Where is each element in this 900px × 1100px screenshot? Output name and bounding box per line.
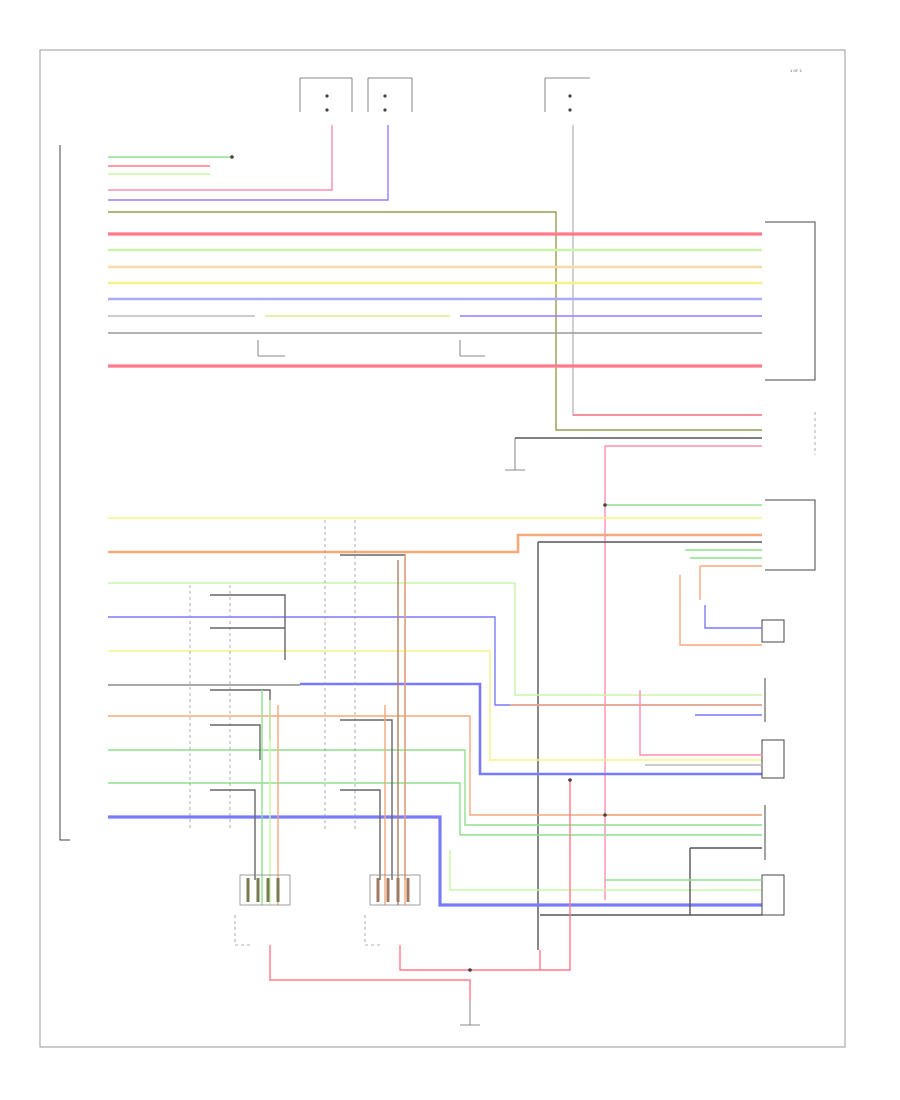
connector-box-e <box>761 874 785 916</box>
switch-contact <box>325 108 329 112</box>
diagram-frame <box>39 49 846 1048</box>
wire-black-drop <box>537 541 762 950</box>
connector-box-c <box>761 739 785 779</box>
connector-outline <box>369 874 421 906</box>
switch-dash-lines <box>189 585 231 830</box>
switch-wiring <box>340 554 406 880</box>
splice-dot <box>468 968 472 972</box>
connector-pins <box>246 878 280 902</box>
wire-red-ground-mid <box>399 945 470 971</box>
wire-blue-to-box-a <box>704 605 762 629</box>
mid-switch-module <box>324 520 406 880</box>
wire-blue-run <box>108 616 762 706</box>
wire-grn-run <box>108 749 762 826</box>
switch-contact <box>568 94 572 98</box>
connector-bracket <box>234 915 250 946</box>
connector-box-a <box>761 619 785 643</box>
wire-grn-run-2 <box>108 782 762 836</box>
wire-red-ground-right <box>470 780 571 971</box>
connector-bracket <box>364 915 380 946</box>
wire-lgreen-lower <box>449 850 762 891</box>
top-switch-group <box>299 77 590 112</box>
switch-wiring-lower <box>340 719 393 880</box>
ground-symbol-bottom <box>460 1000 480 1026</box>
connector-box-mid-right <box>765 499 816 571</box>
top-switch-left <box>299 77 353 112</box>
wire-lgreen-run <box>108 582 762 696</box>
wire-pink-drop <box>604 445 762 900</box>
corner-note: 1 OF 2 <box>790 69 802 73</box>
wire-purple-to-switch <box>108 125 389 201</box>
splice-dot <box>603 813 607 817</box>
wire-blue-run-2 <box>300 682 762 776</box>
wire-red-ground-left <box>269 945 471 1000</box>
ground-symbol <box>505 438 525 471</box>
connector-pins <box>376 878 410 902</box>
left-switch-module <box>189 585 286 880</box>
splice-dot <box>568 778 572 782</box>
switch-wiring <box>210 594 286 660</box>
switch-contact <box>383 94 387 98</box>
connector-outline <box>239 874 291 906</box>
switch-contact <box>568 108 572 112</box>
splice-dot <box>603 503 607 507</box>
top-switch-middle <box>367 77 413 112</box>
bottom-connector-right <box>364 874 421 946</box>
left-harness-line <box>59 145 70 841</box>
wire-gray-drop <box>572 125 762 416</box>
wire-black-d <box>689 847 762 915</box>
switch-contact <box>325 94 329 98</box>
switch-dash-lines <box>324 520 356 830</box>
switch-contact <box>383 108 387 112</box>
wire-pink-to-box-c <box>639 690 762 756</box>
connector-box-top-right <box>765 221 816 381</box>
wire-yellow-run <box>108 650 762 761</box>
wire-blue-thick-run <box>108 815 762 907</box>
wire-olive-long <box>108 211 762 431</box>
wire-orange-long <box>108 533 762 554</box>
wire-orange-to-box-a <box>679 575 762 646</box>
ground-point <box>230 155 234 159</box>
wire-orange-short <box>699 565 762 600</box>
bottom-connector-left <box>234 874 291 946</box>
splice-markers <box>257 340 485 357</box>
switch-wiring-bottom <box>210 789 256 880</box>
top-switch-right <box>544 77 590 112</box>
wire-pink-to-switch <box>108 125 333 191</box>
